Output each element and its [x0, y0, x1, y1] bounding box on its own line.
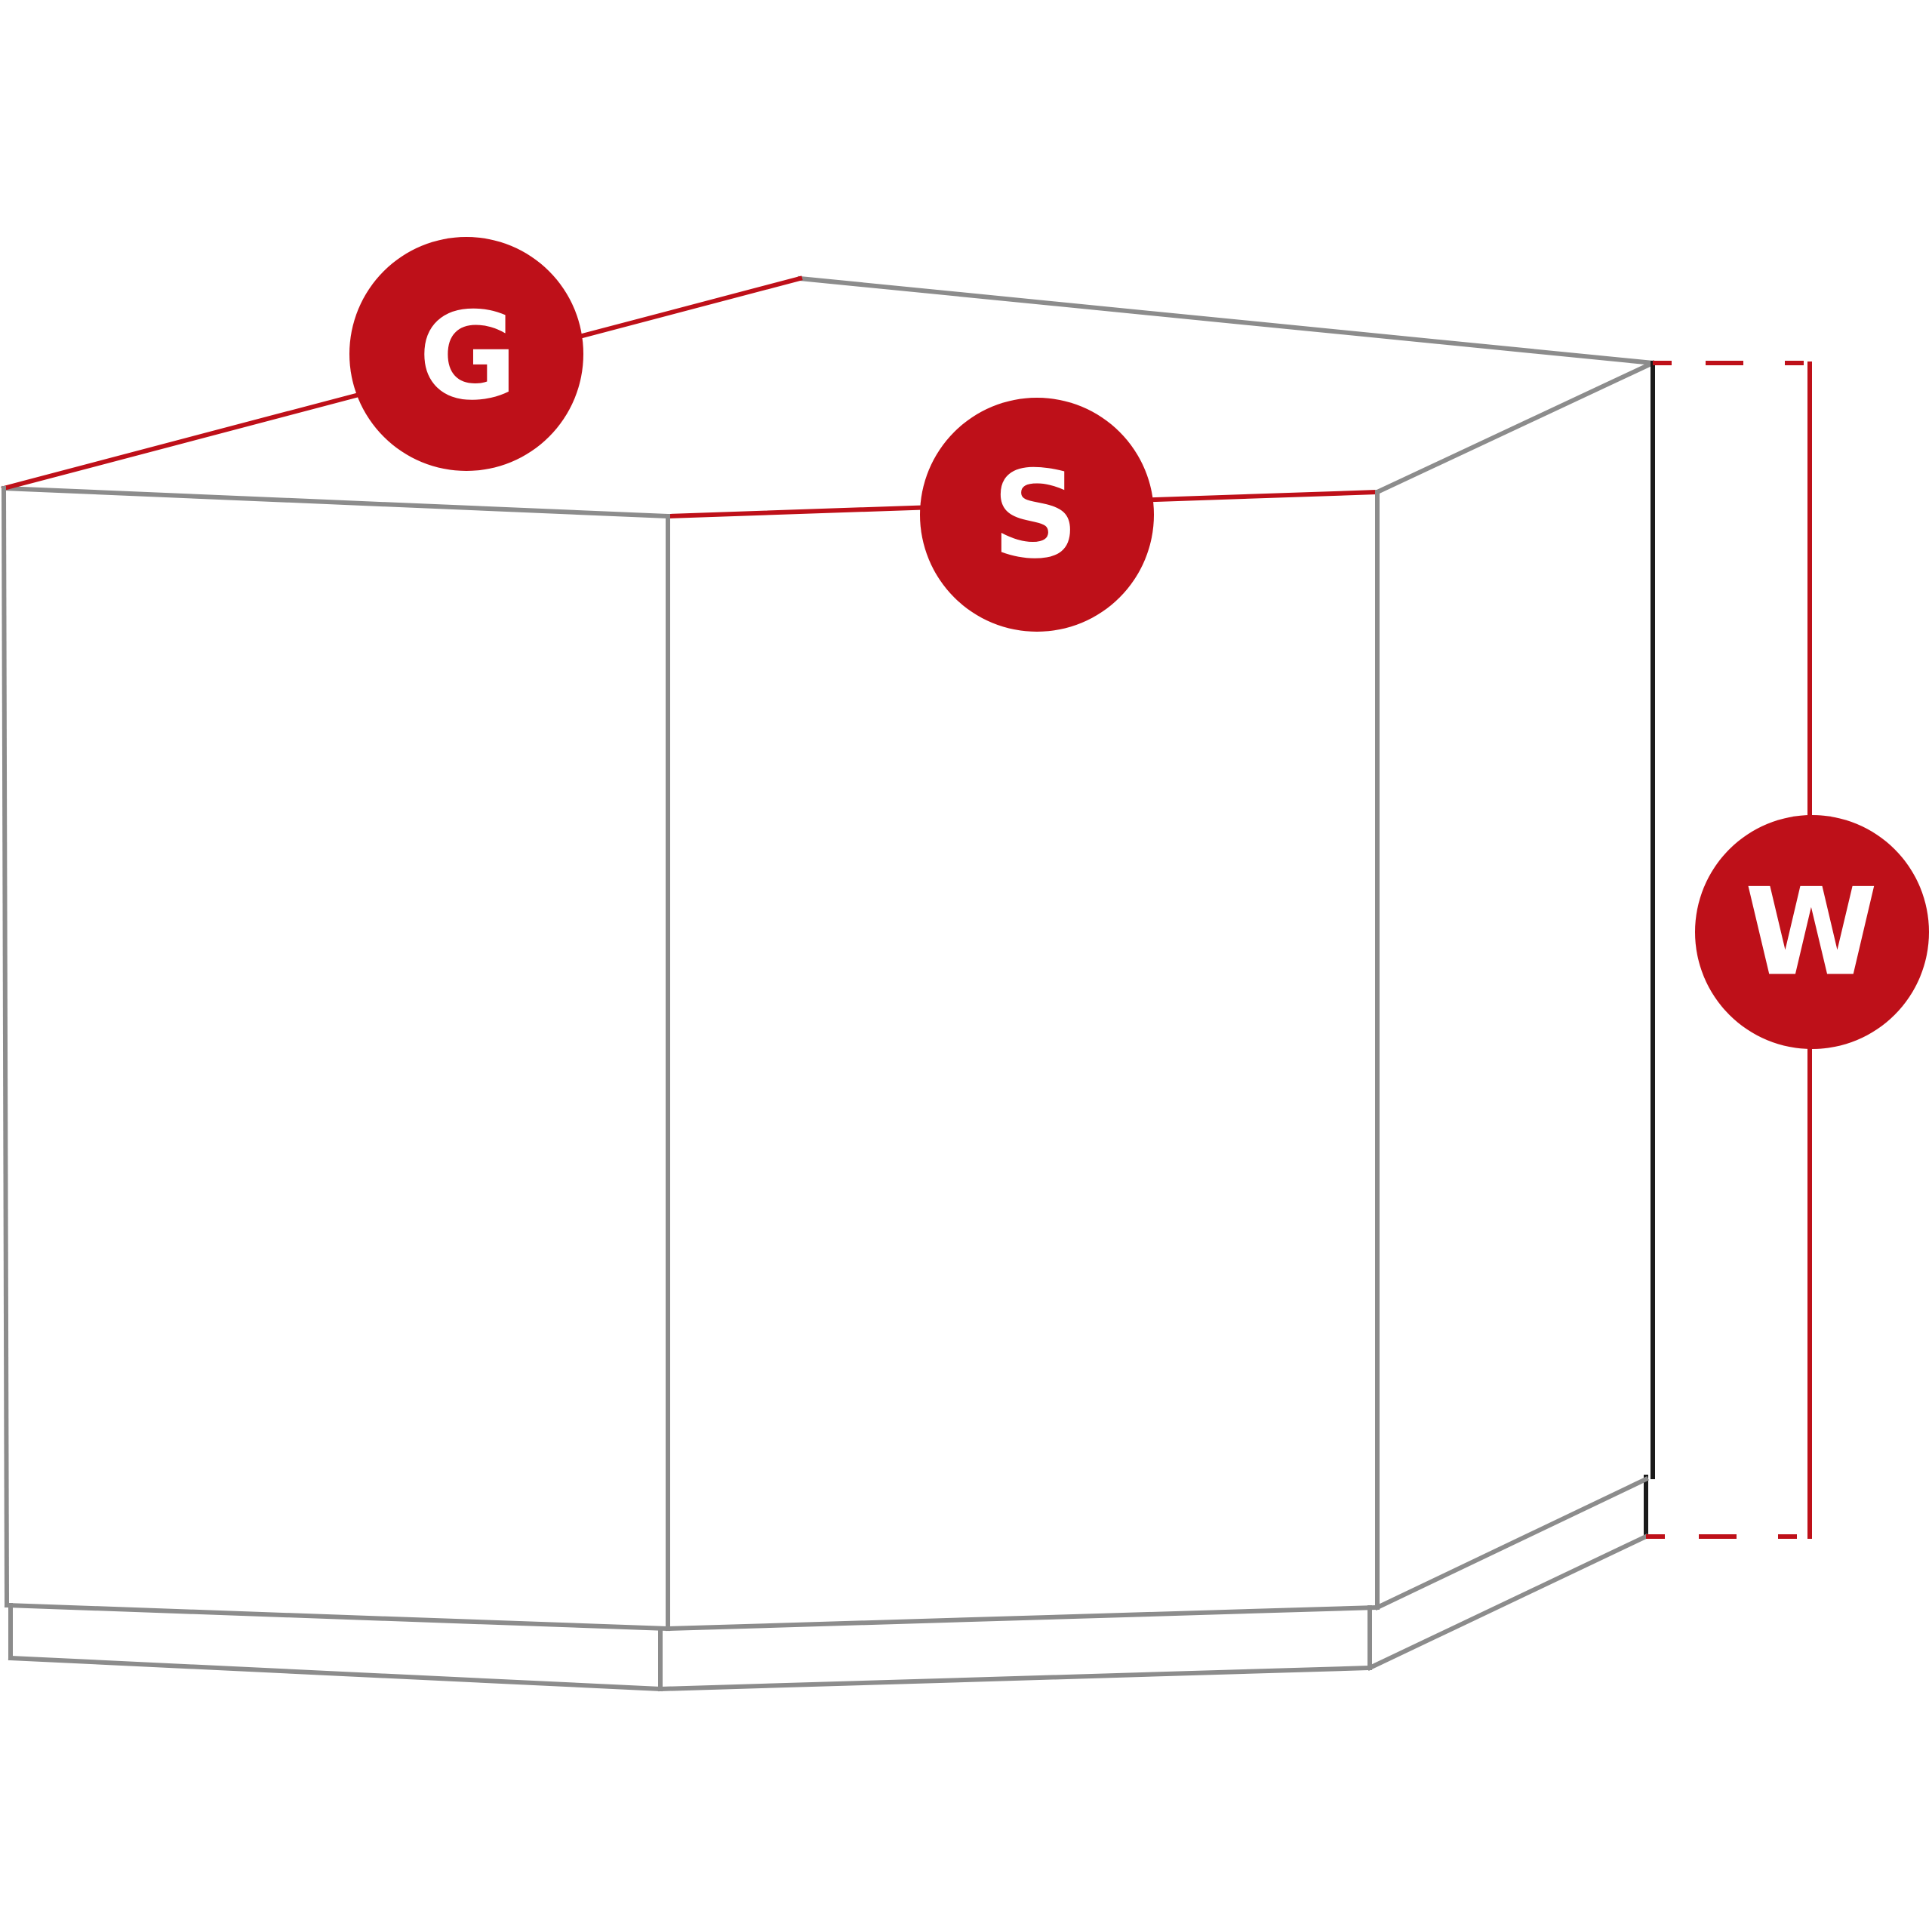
top-back-edge	[797, 275, 1656, 366]
label-g-text: G	[418, 286, 517, 427]
plinth-bottom-right-edge	[657, 1665, 1373, 1692]
left-vertical-edge	[1, 485, 10, 1608]
label-s-badge: S	[920, 398, 1154, 632]
bottom-front-left-edge	[4, 1602, 671, 1632]
top-front-left-edge	[1, 485, 671, 519]
label-g-badge: G	[349, 237, 583, 471]
top-right-edge	[1374, 360, 1656, 495]
label-s-text: S	[992, 445, 1078, 586]
bottom-side-edge	[1374, 1476, 1649, 1611]
label-w-text: W	[1745, 862, 1878, 1003]
label-w-badge: W	[1695, 815, 1929, 1049]
plinth-bottom-side-edge	[1367, 1534, 1649, 1671]
plinth-bottom-left-edge	[8, 1655, 663, 1692]
bottom-front-right-edge	[665, 1604, 1380, 1632]
